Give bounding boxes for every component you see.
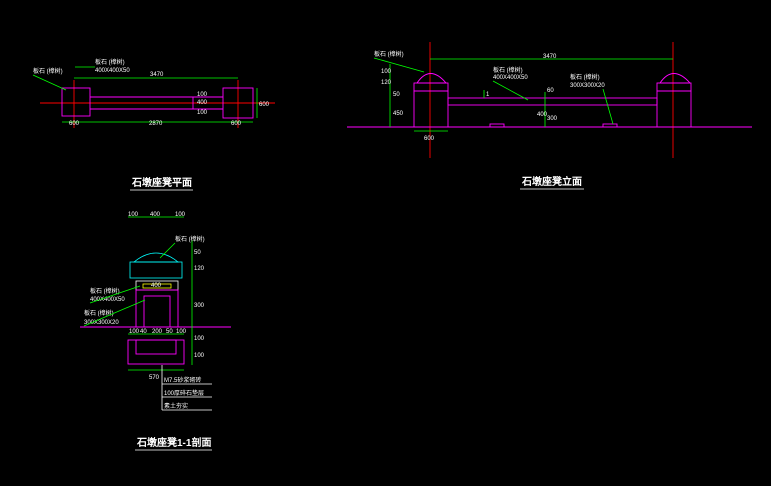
section-dim-base: 570 xyxy=(149,375,160,381)
elevation-title: 石墩座凳立面 xyxy=(521,175,582,188)
section-label-d: 板石 (樟树) xyxy=(84,309,114,317)
elevation-pier-right-cap xyxy=(659,73,692,84)
section-pier-body xyxy=(135,289,179,328)
section-dim-r4: 100 xyxy=(194,336,205,342)
elevation-label-mid-leader xyxy=(492,80,529,101)
plan-dim-left: 600 xyxy=(69,121,80,127)
plan-dim-beam-a: 100 xyxy=(197,92,208,98)
plan-pier-right xyxy=(222,87,254,119)
plan-label-side: 板石 (樟树) xyxy=(33,67,63,75)
elevation-label-mid-a: 板石 (樟树) xyxy=(493,66,523,74)
elevation-label-mid-b: 400X400X50 xyxy=(493,75,528,81)
elevation-dim-h1: 100 xyxy=(381,69,392,75)
plan-title: 石墩座凳平面 xyxy=(131,176,192,189)
plan-view: 3470 600 2870 600 600 100 400 100 板石 (樟树… xyxy=(32,58,275,191)
section-view: 100 400 100 400 50 120 300 100 100 100 4… xyxy=(80,212,231,451)
section-dim-bottom-c: 200 xyxy=(152,329,163,335)
elevation-seat-support-left xyxy=(489,123,505,128)
section-label-de-leader xyxy=(83,299,146,327)
section-label-bc-leader xyxy=(89,285,141,304)
section-label-c: 400X400X50 xyxy=(90,297,125,303)
plan-label-top-b: 400X400X50 xyxy=(95,68,130,74)
plan-label-side-leader xyxy=(32,74,67,91)
section-layer-3: 素土夯实 xyxy=(164,402,188,410)
section-dim-bottom-a: 100 xyxy=(129,329,140,335)
elevation-view: 3470 100 120 50 450 600 60 400 300 1 板石 … xyxy=(347,42,752,190)
section-dim-top-b: 400 xyxy=(150,212,161,218)
elevation-dim-left-base: 600 xyxy=(424,136,435,142)
section-dim-mid-width: 400 xyxy=(151,283,162,289)
section-footing-brick xyxy=(135,339,177,355)
section-dim-r1: 50 xyxy=(194,250,201,256)
elevation-seat xyxy=(447,97,658,106)
elevation-pier-left-body xyxy=(413,90,449,128)
section-dim-bottom-d: 50 xyxy=(166,329,173,335)
section-dim-bottom-e: 100 xyxy=(176,329,187,335)
elevation-label-right-a: 板石 (樟树) xyxy=(570,73,600,81)
section-layer-1: M7.5砂浆砌砖 xyxy=(164,376,201,384)
elevation-seat-support-right xyxy=(602,123,618,128)
elevation-pier-right-body xyxy=(656,90,692,128)
plan-pier-left xyxy=(61,87,91,117)
plan-dim-depth: 600 xyxy=(259,102,270,108)
section-dim-r2: 120 xyxy=(194,266,205,272)
section-title: 石墩座凳1-1剖面 xyxy=(136,436,211,449)
plan-dim-beam-b: 400 xyxy=(197,100,208,106)
section-dim-top-a: 100 xyxy=(128,212,139,218)
elevation-dim-h2: 120 xyxy=(381,80,392,86)
section-seat-inner xyxy=(142,283,172,289)
section-cap-dome xyxy=(132,252,180,263)
plan-dim-beam-c: 100 xyxy=(197,110,208,116)
elevation-dim-mid2: 400 xyxy=(537,112,548,118)
section-layer-2: 100厚碎石垫层 xyxy=(164,389,204,397)
section-label-b: 板石 (樟树) xyxy=(90,287,120,295)
section-label-a-leader xyxy=(159,242,176,259)
elevation-dim-mid1: 60 xyxy=(547,88,554,94)
elevation-label-right-b: 300X300X20 xyxy=(570,83,605,89)
elevation-pier-right-top xyxy=(656,82,692,92)
elevation-label-left: 板石 (樟树) xyxy=(374,50,404,58)
section-dim-top-c: 100 xyxy=(175,212,186,218)
section-cap-block xyxy=(129,261,183,279)
section-label-e: 300X300X20 xyxy=(84,320,119,326)
elevation-label-right-leader xyxy=(602,88,614,125)
elevation-dim-overall: 3470 xyxy=(543,54,557,60)
elevation-label-left-leader xyxy=(373,57,425,73)
plan-dim-right: 600 xyxy=(231,121,242,127)
plan-label-top-a: 板石 (樟树) xyxy=(95,58,125,66)
elevation-pier-left-cap xyxy=(416,73,447,84)
elevation-dim-h4: 450 xyxy=(393,111,404,117)
plan-dim-inner: 2870 xyxy=(149,121,163,127)
elevation-section-mark: 1 xyxy=(486,92,490,98)
section-dim-r3: 300 xyxy=(194,303,205,309)
plan-dim-overall: 3470 xyxy=(150,72,164,78)
elevation-dim-h3: 50 xyxy=(393,92,400,98)
section-pier-core xyxy=(143,295,171,328)
elevation-pier-left-top xyxy=(413,82,449,92)
section-label-a: 板石 (樟树) xyxy=(175,235,205,243)
section-dim-r5: 100 xyxy=(194,353,205,359)
section-dim-bottom-b: 40 xyxy=(140,329,147,335)
elevation-dim-mid3: 300 xyxy=(547,116,558,122)
